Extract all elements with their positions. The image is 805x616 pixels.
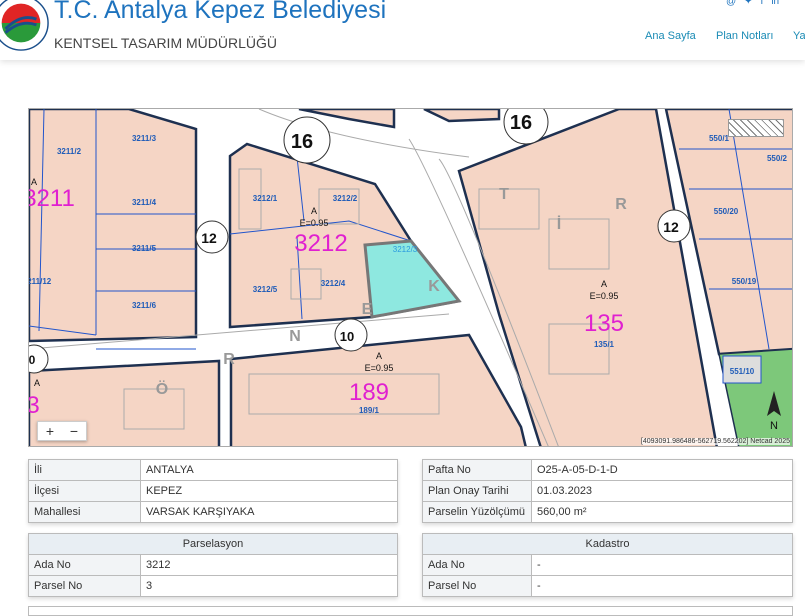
parcel-label: 551/10 bbox=[730, 367, 755, 376]
north-arrow-icon: N bbox=[767, 391, 781, 432]
street-letter: İ bbox=[557, 215, 561, 233]
table-heading: Parselasyon bbox=[28, 533, 398, 555]
street-letter: R bbox=[615, 196, 627, 213]
road-width-label: 16 bbox=[291, 131, 313, 153]
far-label: E=0.95 bbox=[300, 218, 329, 228]
site-title[interactable]: T.C. Antalya Kepez Belediyesi bbox=[54, 0, 387, 24]
road-width-label: 10 bbox=[340, 329, 354, 344]
coordinate-readout: [4093091.986486-562719.562202] Netcad 20… bbox=[640, 438, 790, 445]
block-135 bbox=[457, 109, 718, 446]
far-label: E=0.95 bbox=[365, 363, 394, 373]
parcel-label: 550/1 bbox=[709, 134, 730, 143]
zone-label: A bbox=[311, 206, 317, 216]
road-width-label: 12 bbox=[201, 230, 217, 246]
ada-label: 189 bbox=[349, 379, 389, 406]
zoom-control: + − bbox=[37, 421, 87, 441]
nav-more[interactable]: Ya bbox=[793, 30, 805, 42]
parcel-label: 3211/6 bbox=[132, 301, 157, 310]
table-row: Parsel No- bbox=[422, 575, 793, 597]
street-letter: R bbox=[223, 351, 235, 368]
zoom-in-button[interactable]: + bbox=[45, 423, 55, 439]
block-189 bbox=[229, 333, 527, 446]
ada-label: 3 bbox=[29, 392, 40, 419]
ada-label: 3212 bbox=[294, 230, 347, 257]
street-letter: N bbox=[289, 328, 301, 345]
svg-text:N: N bbox=[770, 420, 778, 432]
parcel-label: 3212/3 bbox=[393, 245, 418, 254]
parcel-label: 3211/2 bbox=[57, 147, 82, 156]
parcel-label: 135/1 bbox=[594, 340, 615, 349]
notes-panel bbox=[28, 606, 793, 616]
hatched-parcel-551-10 bbox=[722, 355, 762, 384]
parcel-label: 3212/4 bbox=[321, 279, 346, 288]
zoom-out-button[interactable]: − bbox=[69, 423, 79, 439]
parcel-label: 3211/5 bbox=[132, 244, 157, 253]
parcel-label: 3211/4 bbox=[132, 198, 157, 207]
layer-switcher-button[interactable] bbox=[728, 119, 784, 137]
parcel-label: 3212/2 bbox=[333, 194, 358, 203]
street-letter: Ö bbox=[156, 379, 168, 398]
street-letter: T bbox=[499, 186, 509, 203]
parcel-label: 550/20 bbox=[714, 207, 739, 216]
parcel-label: 550/19 bbox=[732, 277, 757, 286]
zone-label: A bbox=[34, 378, 40, 388]
road-width-label: 16 bbox=[510, 112, 532, 134]
nav-ana-sayfa[interactable]: Ana Sayfa bbox=[645, 30, 696, 42]
zone-label: A bbox=[601, 279, 607, 289]
block-550 bbox=[664, 109, 792, 356]
facebook-icon[interactable]: f bbox=[760, 0, 764, 7]
parcel-label: 3212/5 bbox=[253, 285, 278, 294]
nav-plan-notlari[interactable]: Plan Notları bbox=[716, 30, 774, 42]
parcel-label: 3211/3 bbox=[132, 134, 157, 143]
table-heading: Kadastro bbox=[422, 533, 793, 555]
selected-parcel-3212-3 bbox=[363, 239, 462, 319]
far-label: E=0.95 bbox=[590, 291, 619, 301]
site-subtitle: KENTSEL TASARIM MÜDÜRLÜĞÜ bbox=[54, 35, 277, 51]
block-3211 bbox=[29, 109, 198, 343]
street-letter: K bbox=[428, 278, 440, 295]
email-icon[interactable]: @ bbox=[726, 0, 737, 7]
linkedin-icon[interactable]: in bbox=[771, 0, 780, 7]
site-header: T.C. Antalya Kepez Belediyesi KENTSEL TA… bbox=[0, 0, 805, 60]
parcel-label: 3211/12 bbox=[29, 277, 52, 286]
zone-label: A bbox=[31, 177, 37, 187]
ada-label: 135 bbox=[584, 310, 624, 337]
social-links: @ ✦ f in bbox=[726, 0, 779, 7]
road-width-label: 0 bbox=[29, 353, 36, 367]
zone-label: A bbox=[376, 351, 382, 361]
ada-label: 3211 bbox=[29, 185, 75, 212]
parcel-label: 3212/1 bbox=[253, 194, 278, 203]
table-row: Ada No- bbox=[422, 554, 793, 576]
block-top bbox=[298, 109, 396, 129]
plan-map[interactable]: 3211/2 3211/3 3211/4 3211/5 3211/6 3211/… bbox=[28, 108, 793, 447]
parcel-label: 189/1 bbox=[359, 406, 380, 415]
road-width-label: 12 bbox=[663, 219, 679, 235]
parcel-label: 550/2 bbox=[767, 154, 788, 163]
block-top2 bbox=[423, 109, 501, 123]
kepez-logo[interactable] bbox=[0, 0, 50, 52]
kadastro-table: Kadastro Ada No- Parsel No- bbox=[422, 533, 793, 597]
twitter-icon[interactable]: ✦ bbox=[744, 0, 753, 7]
street-letter: E bbox=[362, 301, 373, 318]
